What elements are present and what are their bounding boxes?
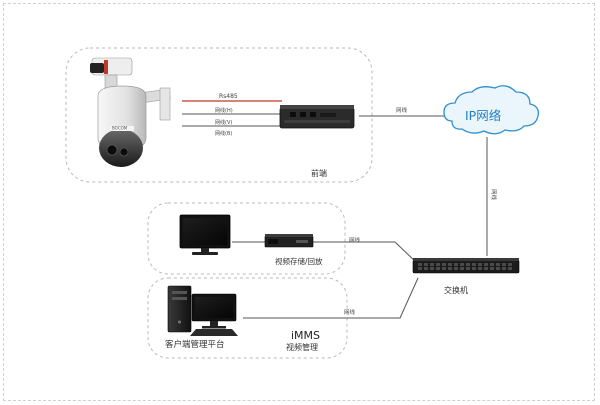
imms-label: iMMS bbox=[291, 329, 320, 342]
network-switch bbox=[412, 258, 520, 274]
storage-label: 视频存储/回放 bbox=[275, 256, 323, 266]
ip-network-cloud bbox=[443, 85, 539, 135]
line-v-label: 网线(V) bbox=[215, 119, 232, 126]
camera-brand-text: BOCOM bbox=[112, 126, 128, 131]
switch-label: 交换机 bbox=[444, 285, 468, 295]
front-end-group bbox=[65, 47, 373, 183]
storage-monitor bbox=[179, 214, 231, 255]
imms-sub-label: 视频管理 bbox=[286, 342, 318, 352]
line-b-label: 网线(B) bbox=[215, 130, 232, 137]
nvr-device bbox=[264, 234, 314, 248]
cable-label-storage: 网线 bbox=[349, 236, 361, 244]
cable-label-client: 网线 bbox=[344, 308, 356, 316]
diagram-frame bbox=[3, 3, 595, 401]
client-platform-label: 客户端管理平台 bbox=[165, 339, 225, 350]
nvr-to-switch-line bbox=[313, 241, 419, 265]
ip-network-label: IP网络 bbox=[465, 108, 502, 123]
client-to-switch-line bbox=[243, 277, 419, 319]
encoder-device bbox=[279, 105, 355, 129]
rs485-label: Rs485 bbox=[219, 93, 238, 100]
front-end-label: 前端 bbox=[311, 168, 327, 178]
cable-label-encoder: 网线 bbox=[396, 106, 408, 114]
storage-group bbox=[147, 202, 346, 275]
ptz-camera bbox=[90, 57, 171, 167]
cable-label-vertical: 网线 bbox=[490, 189, 498, 201]
line-h-label: 网线(H) bbox=[215, 107, 233, 114]
client-pc bbox=[167, 285, 238, 336]
